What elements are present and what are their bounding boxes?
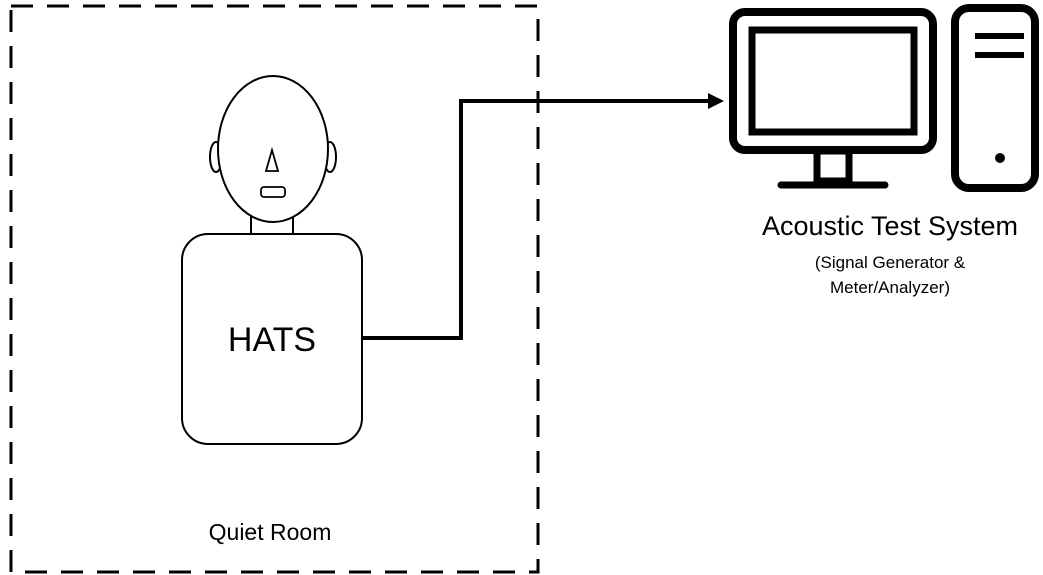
tower-case (951, 4, 1039, 192)
monitor-screen (748, 26, 918, 136)
test-system-title: Acoustic Test System (761, 211, 1019, 241)
hats-nose (264, 146, 280, 172)
quiet-room-boundary (9, 4, 540, 574)
monitor-stand (813, 147, 853, 185)
test-system-subtitle-line2: Meter/Analyzer) (830, 278, 950, 297)
connection-arrowhead (708, 93, 724, 109)
hats-head (217, 75, 329, 223)
computer-tower-icon (951, 4, 1039, 192)
quiet-room-label: Quiet Room (208, 519, 332, 545)
hats-mouth (260, 186, 286, 198)
hats-label: HATS (227, 321, 317, 359)
hats-manikin (181, 75, 363, 445)
tower-power-button (995, 153, 1005, 163)
test-system-subtitle-line1: (Signal Generator & (814, 253, 966, 272)
monitor-icon (729, 8, 937, 189)
connection-cable (362, 99, 712, 340)
